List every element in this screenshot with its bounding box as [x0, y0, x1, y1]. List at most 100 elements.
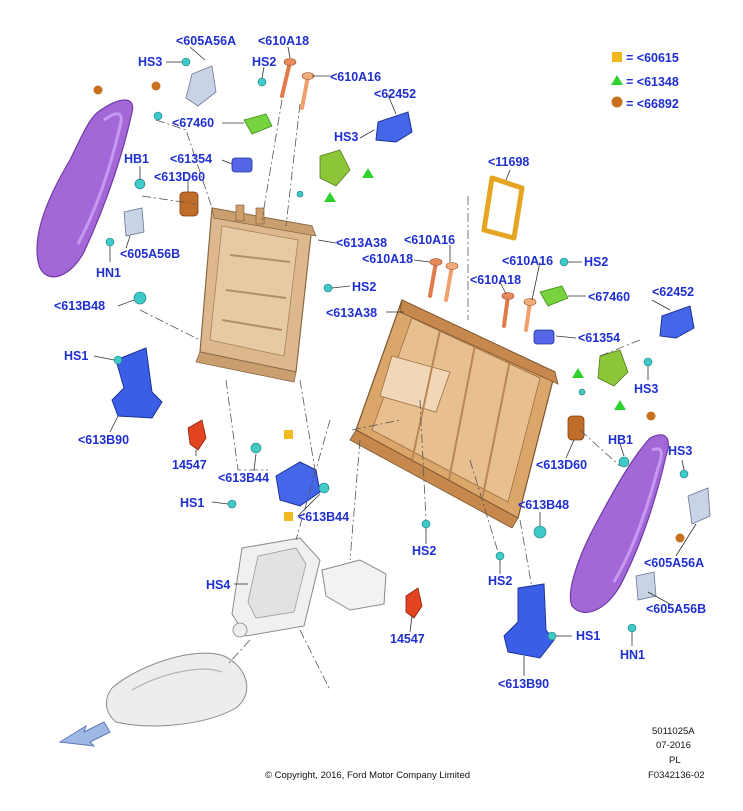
- callout-613D60-right: <613D60: [536, 458, 587, 472]
- screw-hs3-top-icon: [181, 57, 191, 67]
- callout-62452-right: <62452: [652, 285, 694, 299]
- guide-pin-left-610A18: [280, 58, 297, 98]
- seat-back-frame-left: [195, 204, 317, 383]
- side-trim-panel-left: [36, 99, 134, 278]
- callout-HN1-left: HN1: [96, 266, 121, 280]
- screw-hs2-top-icon: [257, 77, 267, 87]
- callout-HS3-right: HS3: [634, 382, 658, 396]
- callout-67460-left: <67460: [172, 116, 214, 130]
- side-trim-panel-right: [569, 434, 669, 613]
- figure-region: PL: [669, 755, 681, 766]
- callout-613B44-b: <613B44: [298, 510, 349, 524]
- blue-latch-center: [275, 461, 321, 507]
- armrest-cushion: [106, 652, 248, 727]
- callout-HS2-center2: HS2: [488, 574, 512, 588]
- guide-pin-right-610A16: [523, 298, 537, 332]
- circle-marker-icon: [646, 411, 656, 421]
- screw-hs3-right-icon: [643, 357, 653, 367]
- nut-hn1-right-icon: [627, 623, 637, 633]
- blue-bracket-62452-top: [375, 111, 413, 143]
- callout-HB1-left: HB1: [124, 152, 149, 166]
- square-marker-icon: [284, 512, 293, 521]
- legend-label-61348: = <61348: [626, 75, 679, 89]
- callout-11698: <11698: [488, 155, 529, 169]
- orange-recliner-left: [179, 191, 199, 217]
- callout-14547-right: 14547: [390, 632, 425, 646]
- callout-613A38-left: <613A38: [336, 236, 387, 250]
- legend-label-66892: = <66892: [626, 97, 679, 111]
- hinge-plate-605A56B-right: [635, 571, 657, 601]
- triangle-marker-icon: [572, 368, 584, 378]
- green-cover-67460-left: [243, 113, 273, 135]
- callout-613B44-a: <613B44: [218, 471, 269, 485]
- callout-605A56B-right: <605A56B: [646, 602, 706, 616]
- diagram-markers: [93, 81, 685, 543]
- screw-hs2-center2-icon: [495, 551, 505, 561]
- callout-HS3-mid: HS3: [334, 130, 358, 144]
- leader-lines: [93, 46, 697, 676]
- hinge-plate-605A56A-top: [185, 65, 217, 107]
- triangle-marker-icon: [614, 400, 626, 410]
- callout-HN1-right: HN1: [620, 648, 645, 662]
- blue-lock-bracket-left: [111, 347, 163, 419]
- legend: [611, 52, 623, 108]
- screw-hs1-lower-icon: [227, 499, 237, 509]
- triangle-marker-icon: [362, 168, 374, 178]
- blue-clip-61354-left: [231, 157, 253, 173]
- screw-hs2-left-icon: [323, 283, 333, 293]
- bolt-hb1-right-icon: [618, 456, 630, 468]
- callout-613A38-right: <613A38: [326, 306, 377, 320]
- triangle-marker-icon: [324, 192, 336, 202]
- green-lever-left: [319, 149, 351, 187]
- orange-recliner-right: [567, 415, 585, 441]
- callout-613B48-right: <613B48: [518, 498, 569, 512]
- callout-605A56A-right: <605A56A: [644, 556, 704, 570]
- callout-613B90-left: <613B90: [78, 433, 129, 447]
- screw-hs3-mid-icon: [153, 111, 163, 121]
- figure-code: 5011025A: [652, 726, 695, 737]
- hinge-plate-605A56A-right: [687, 487, 711, 525]
- circle-marker-icon: [151, 81, 161, 91]
- teal-fasteners: [105, 57, 689, 641]
- blue-bracket-62452-right: [659, 305, 695, 339]
- seat-back-frame-right: [349, 299, 559, 529]
- callout-61354-right: <61354: [578, 331, 620, 345]
- callout-605A56A-top: <605A56A: [176, 34, 236, 48]
- fastener-613b44-b-icon: [318, 482, 330, 494]
- callout-610A16-top: <610A16: [330, 70, 381, 84]
- figure-id: F0342136-02: [648, 770, 705, 781]
- blue-clip-61354-right: [533, 329, 555, 345]
- fastener-613b48-right-icon: [533, 525, 547, 539]
- legend-square-icon: [612, 52, 622, 62]
- guide-pin-right-610A18: [501, 292, 515, 328]
- callout-67460-right: <67460: [588, 290, 630, 304]
- copyright-text: © Copyright, 2016, Ford Motor Company Li…: [265, 770, 470, 781]
- callout-HS3-top: HS3: [138, 55, 162, 69]
- screw-hs1-left-icon: [113, 355, 123, 365]
- guide-pin-left-610A16: [300, 72, 315, 110]
- callout-HB1-right: HB1: [608, 433, 633, 447]
- screw-rear-right-icon: [578, 388, 586, 396]
- callout-HS2-center: HS2: [412, 544, 436, 558]
- circle-marker-icon: [93, 85, 103, 95]
- callout-605A56B-left: <605A56B: [120, 247, 180, 261]
- bolt-hb1-left-icon: [134, 178, 146, 190]
- callout-610A16-right: <610A16: [502, 254, 553, 268]
- callout-HS4: HS4: [206, 578, 230, 592]
- square-marker-icon: [284, 430, 293, 439]
- callout-HS2-right: HS2: [584, 255, 608, 269]
- callout-61354-left: <61354: [170, 152, 212, 166]
- circle-marker-icon: [675, 533, 685, 543]
- screw-hs2-right-icon: [559, 257, 569, 267]
- callout-610A18-mid: <610A18: [362, 252, 413, 266]
- callout-HS2-leftpanel: HS2: [352, 280, 376, 294]
- red-bolt-14547-left: [187, 419, 207, 451]
- screw-hs2-center-icon: [421, 519, 431, 529]
- headrest-guide-frame: [481, 175, 525, 241]
- assembly-lines: [139, 99, 641, 691]
- callout-610A18-right: <610A18: [470, 273, 521, 287]
- legend-triangle-icon: [611, 75, 623, 85]
- front-direction-arrow: [58, 721, 111, 747]
- green-cover-67460-right: [539, 285, 569, 307]
